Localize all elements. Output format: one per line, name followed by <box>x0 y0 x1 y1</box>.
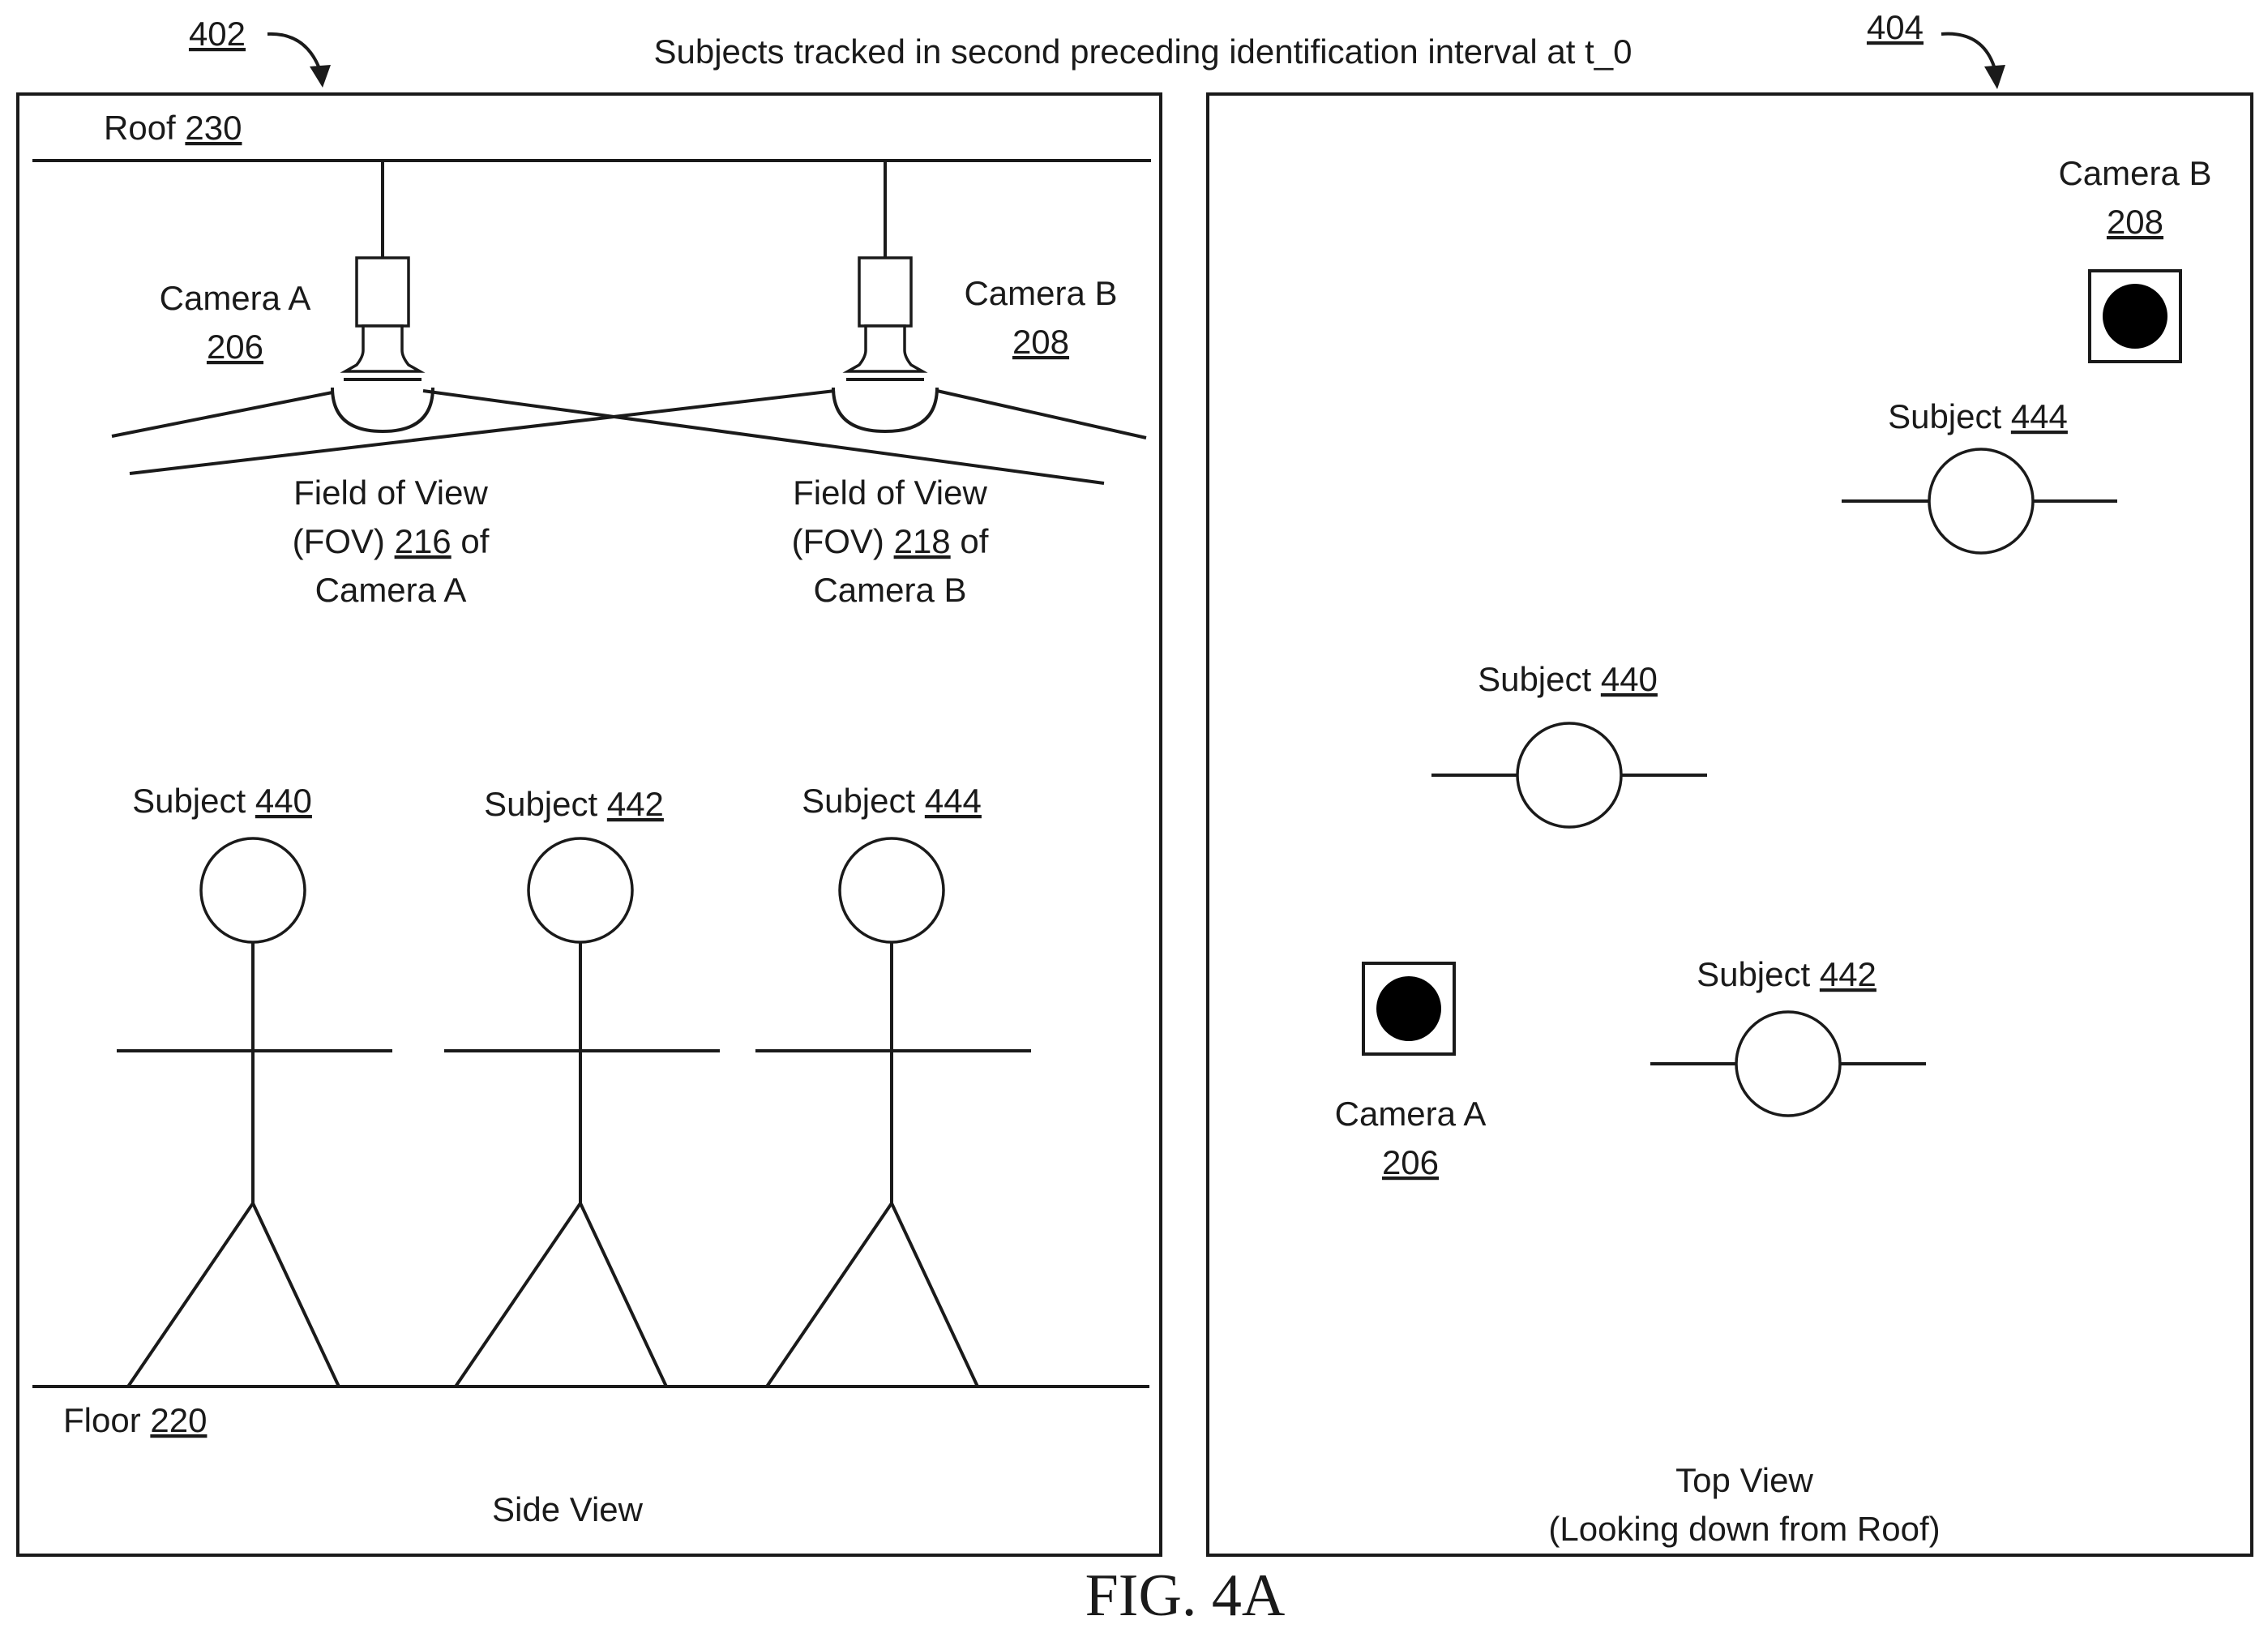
camera-a-side <box>332 161 433 431</box>
top-view-label: Top View <box>1675 1461 1813 1499</box>
subject-440-side-figure <box>117 838 392 1387</box>
subject-444-side-label: Subject 444 <box>802 782 982 820</box>
top-view-panel <box>1208 94 2252 1555</box>
camera-b-side <box>833 161 937 431</box>
fov-b-right-edge <box>937 391 1146 438</box>
fov-b-label-line1: Field of View <box>793 474 987 512</box>
camera-b-top-ref: 208 <box>2107 203 2163 241</box>
camera-a-top-icon <box>1363 963 1454 1054</box>
fov-a-label-line3: Camera A <box>315 571 467 609</box>
top-panel-ref-arrowhead <box>1984 65 2005 89</box>
side-panel-ref-arrow <box>267 34 319 66</box>
top-view-sublabel: (Looking down from Roof) <box>1548 1510 1940 1548</box>
camera-b-top-icon <box>2090 271 2180 362</box>
floor-label: Floor 220 <box>63 1401 207 1439</box>
figure-title: Subjects tracked in second preceding ide… <box>653 32 1632 71</box>
camera-a-side-name: Camera A <box>160 279 311 317</box>
side-view-label: Side View <box>492 1490 644 1528</box>
fov-b-label-line3: Camera B <box>813 571 966 609</box>
subject-442-top-label: Subject 442 <box>1697 955 1876 993</box>
subject-442-side-label: Subject 442 <box>484 785 664 823</box>
roof-label: Roof 230 <box>104 109 242 147</box>
subject-440-side-label: Subject 440 <box>132 782 312 820</box>
top-panel-ref-arrow <box>1941 34 1994 66</box>
fov-b-label-line2: (FOV) 218 of <box>792 522 989 560</box>
subject-440-top-figure <box>1431 723 1707 827</box>
side-panel-ref-arrowhead <box>310 65 331 88</box>
subject-440-top-label: Subject 440 <box>1478 660 1658 698</box>
subject-444-top-label: Subject 444 <box>1888 397 2068 435</box>
subject-444-top-figure <box>1842 449 2117 553</box>
fov-a-label-line1: Field of View <box>293 474 488 512</box>
subject-444-side-figure <box>755 838 1031 1387</box>
camera-a-top-ref: 206 <box>1382 1143 1439 1181</box>
top-panel-ref: 404 <box>1867 8 1924 46</box>
camera-b-side-ref: 208 <box>1012 323 1069 361</box>
camera-b-side-name: Camera B <box>964 274 1117 312</box>
side-panel-ref: 402 <box>189 15 246 53</box>
subject-442-top-figure <box>1650 1012 1926 1116</box>
fov-a-left-edge <box>112 392 332 436</box>
camera-a-side-ref: 206 <box>207 328 263 366</box>
subject-442-side-figure <box>444 838 720 1387</box>
figure-number: FIG. 4A <box>1085 1562 1286 1629</box>
camera-a-top-name: Camera A <box>1335 1095 1487 1133</box>
camera-b-top-name: Camera B <box>2058 154 2211 192</box>
fov-a-label-line2: (FOV) 216 of <box>293 522 490 560</box>
